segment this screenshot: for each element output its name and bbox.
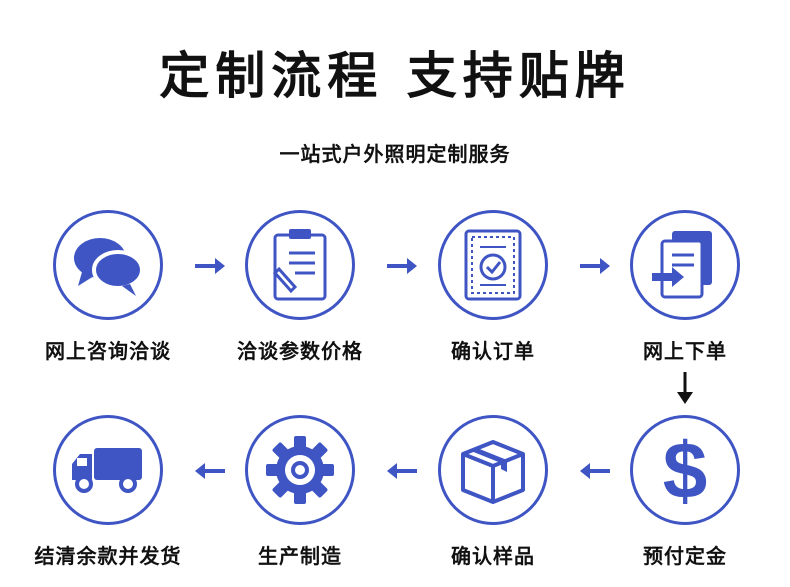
step-1-label: 网上咨询洽谈 <box>45 339 171 363</box>
step-7-label: 生产制造 <box>258 544 342 568</box>
step-4-circle <box>630 210 740 320</box>
certificate-check-icon <box>464 229 522 301</box>
page-title: 定制流程 支持贴牌 <box>159 47 631 105</box>
arrow-down-icon <box>677 372 693 404</box>
step-3-circle <box>438 210 548 320</box>
arrow-left-icon <box>580 463 610 479</box>
dollar-icon: $ <box>663 428 708 512</box>
step-6-label: 确认样品 <box>451 544 535 568</box>
document-transfer-icon <box>652 231 712 299</box>
svg-text:$: $ <box>663 428 708 512</box>
arrow-right-icon <box>387 258 417 274</box>
delivery-truck-icon <box>72 448 142 493</box>
arrow-left-icon <box>195 463 225 479</box>
step-8-label: 结清余款并发货 <box>34 544 182 568</box>
clipboard-pen-icon <box>272 229 327 301</box>
arrow-right-icon <box>195 258 225 274</box>
arrow-right-icon <box>580 258 610 274</box>
arrow-left-icon <box>387 463 417 479</box>
page-subtitle: 一站式户外照明定制服务 <box>279 142 511 166</box>
chat-bubbles-icon <box>74 238 144 296</box>
gear-icon <box>266 436 334 504</box>
step-5-label: 预付定金 <box>643 544 727 568</box>
step-8-circle <box>53 415 163 525</box>
step-5-circle: $ <box>630 415 740 525</box>
step-2-label: 洽谈参数价格 <box>237 339 363 363</box>
step-1-circle <box>53 210 163 320</box>
step-3-label: 确认订单 <box>451 339 535 363</box>
step-4-label: 网上下单 <box>643 339 727 363</box>
step-2-circle <box>245 210 355 320</box>
step-7-circle <box>245 415 355 525</box>
package-box-icon <box>461 440 525 504</box>
step-6-circle <box>438 415 548 525</box>
